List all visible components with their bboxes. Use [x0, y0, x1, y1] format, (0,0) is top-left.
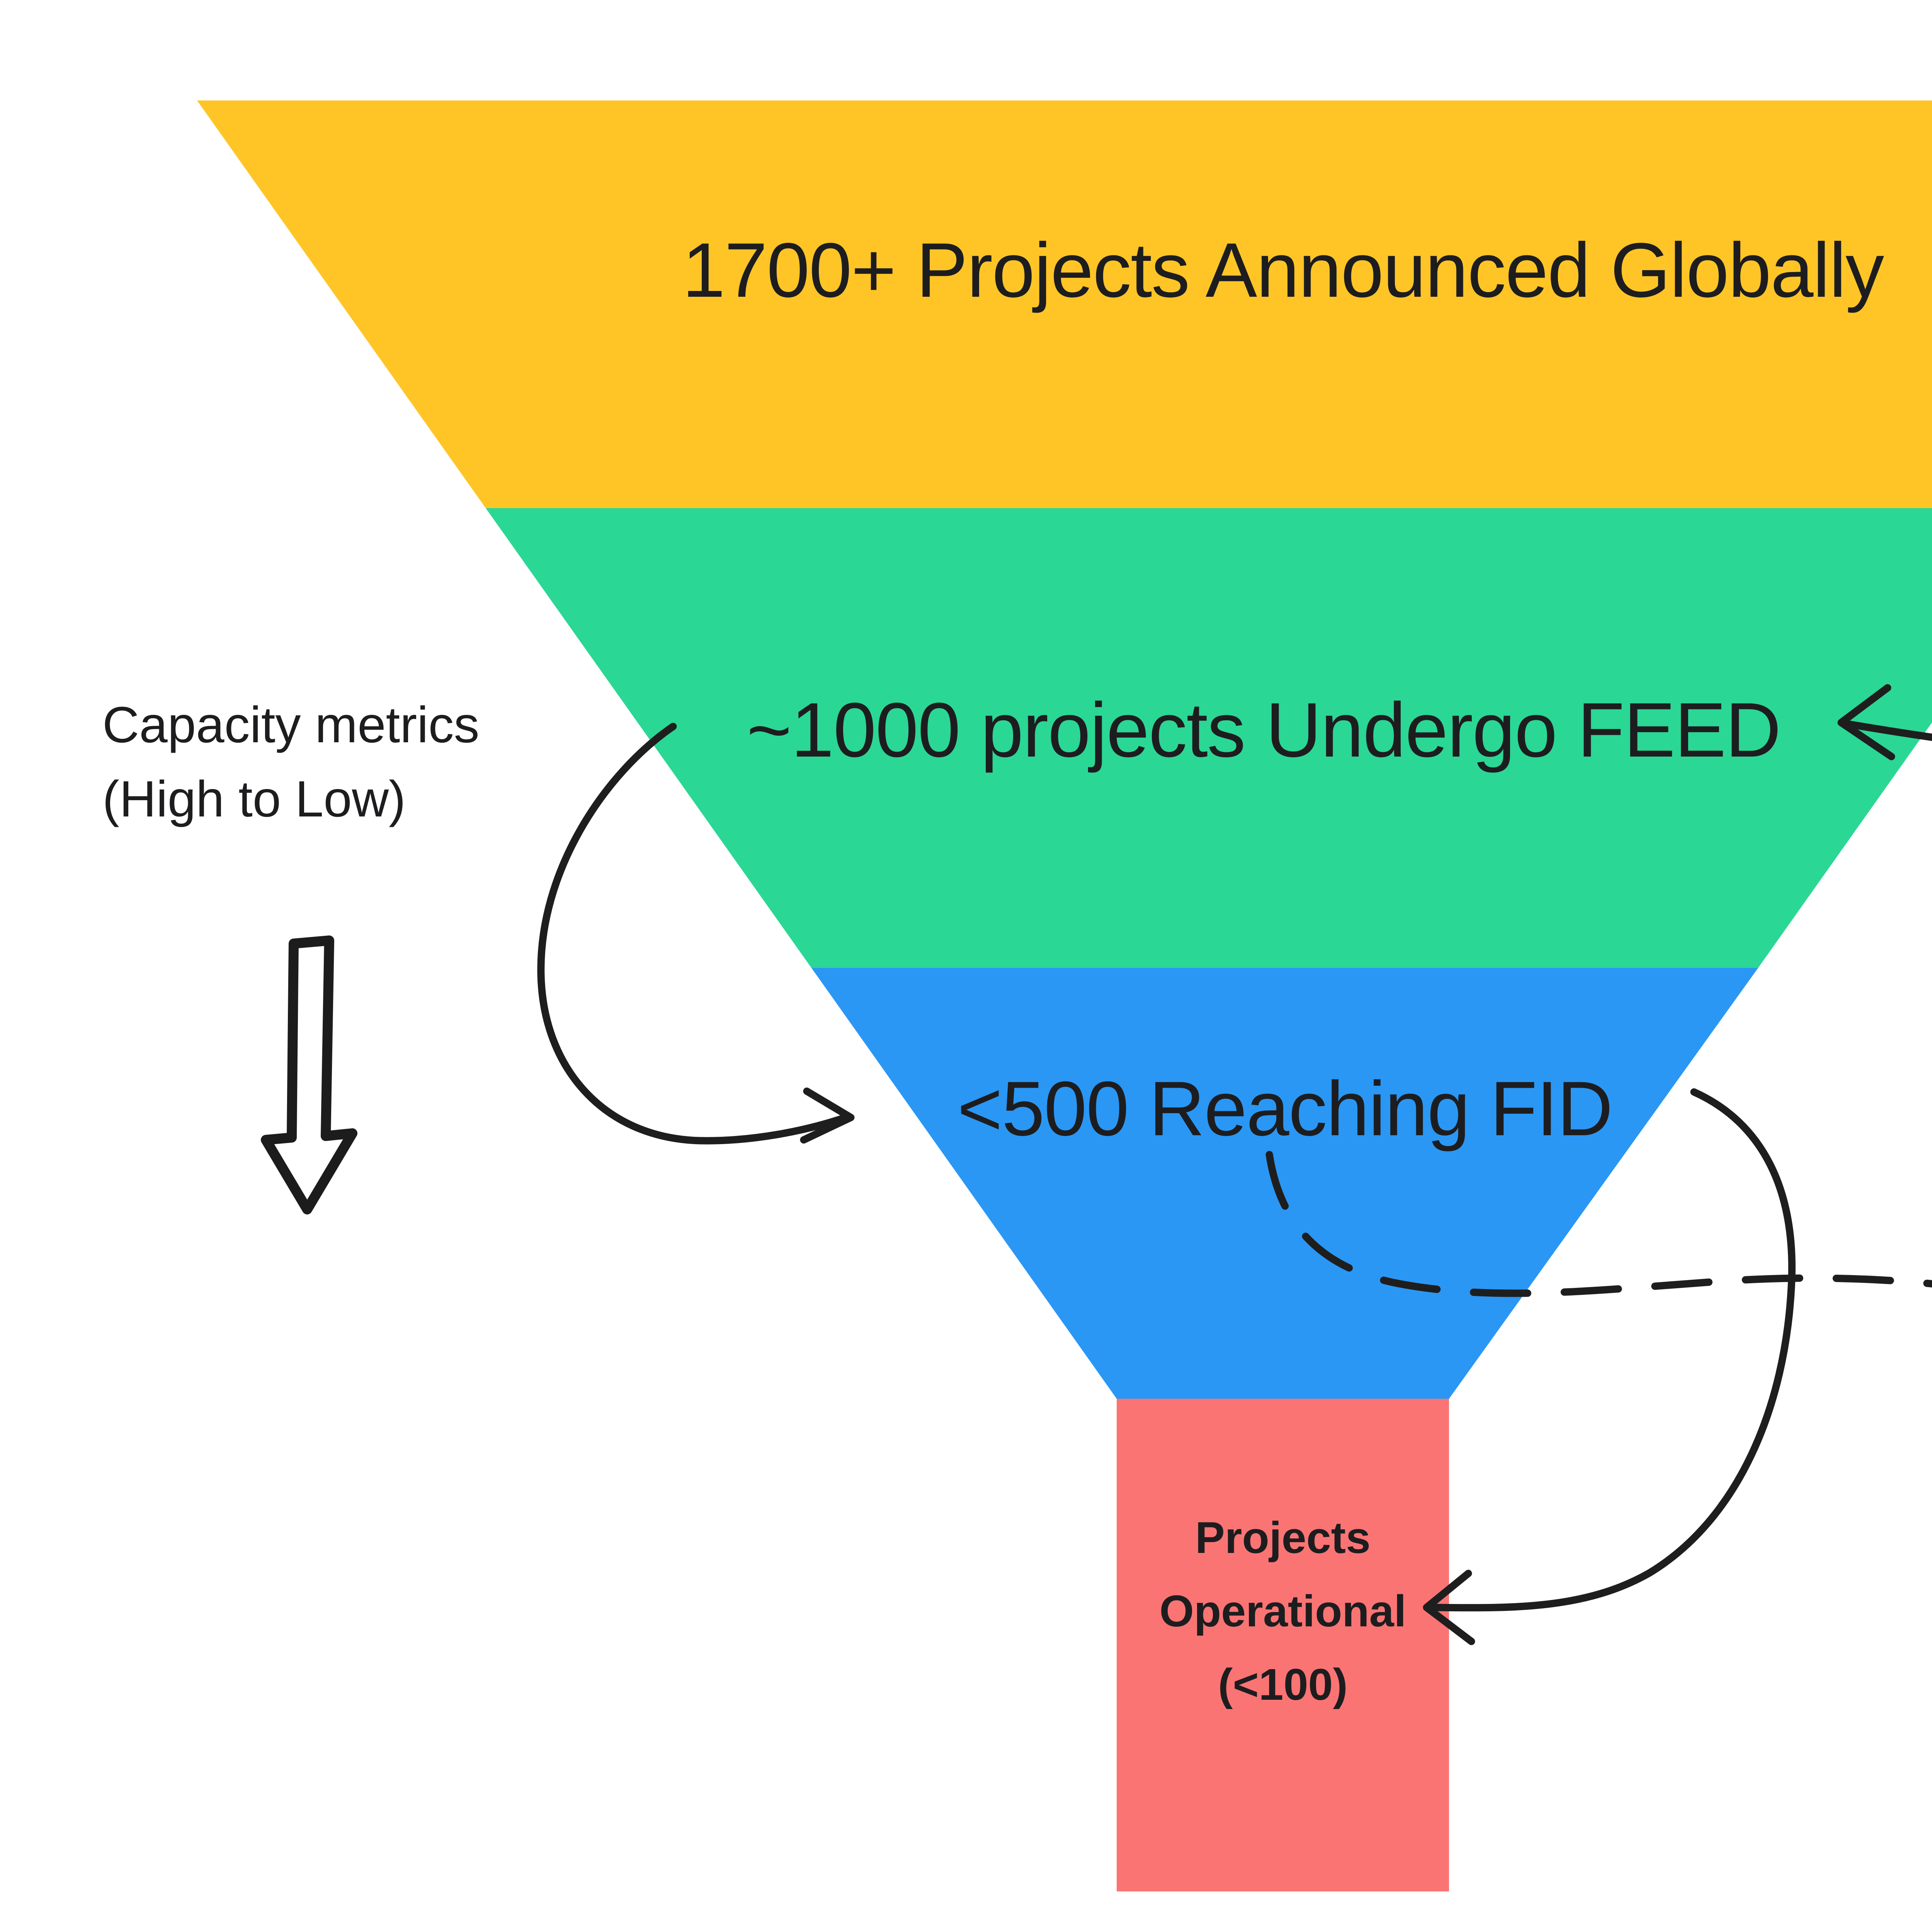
stage-announced-label: 1700+ Projects Announced Globally: [682, 227, 1884, 313]
stage-announced-shape: [197, 100, 1932, 508]
stage-operational-label-line2: Operational: [1159, 1587, 1406, 1636]
stage-operational-label-line1: Projects: [1195, 1513, 1371, 1563]
stage-feed-label: ~1000 projects Undergo FEED: [747, 687, 1781, 773]
stage-feed-shape: [486, 508, 1932, 968]
capacity-down-arrow-icon: [261, 935, 357, 1214]
capacity-curve-arrow: [537, 723, 848, 1145]
attrition-curve-arrowhead-icon: [1837, 684, 1895, 760]
stage-fid-shape: [811, 968, 1758, 1399]
capacity-annotation: Capacity metrics (High to Low): [102, 688, 480, 836]
capacity-annotation-line1: Capacity metrics: [102, 696, 480, 753]
operational-curve-arrow: [1428, 1088, 1796, 1612]
committed-dashed-arrow: [1265, 1151, 1932, 1297]
stage-operational-label: Projects Operational (<100): [1159, 1501, 1406, 1721]
operational-curve-arrowhead-icon: [1423, 1570, 1475, 1645]
stage-fid-label: <500 Reaching FID: [957, 1066, 1613, 1152]
stage-operational-label-line3: (<100): [1218, 1660, 1348, 1709]
capacity-annotation-line2: (High to Low): [102, 770, 406, 827]
capacity-curve-arrowhead-icon: [800, 1087, 855, 1144]
stage-operational-shape: [1117, 1399, 1449, 1891]
